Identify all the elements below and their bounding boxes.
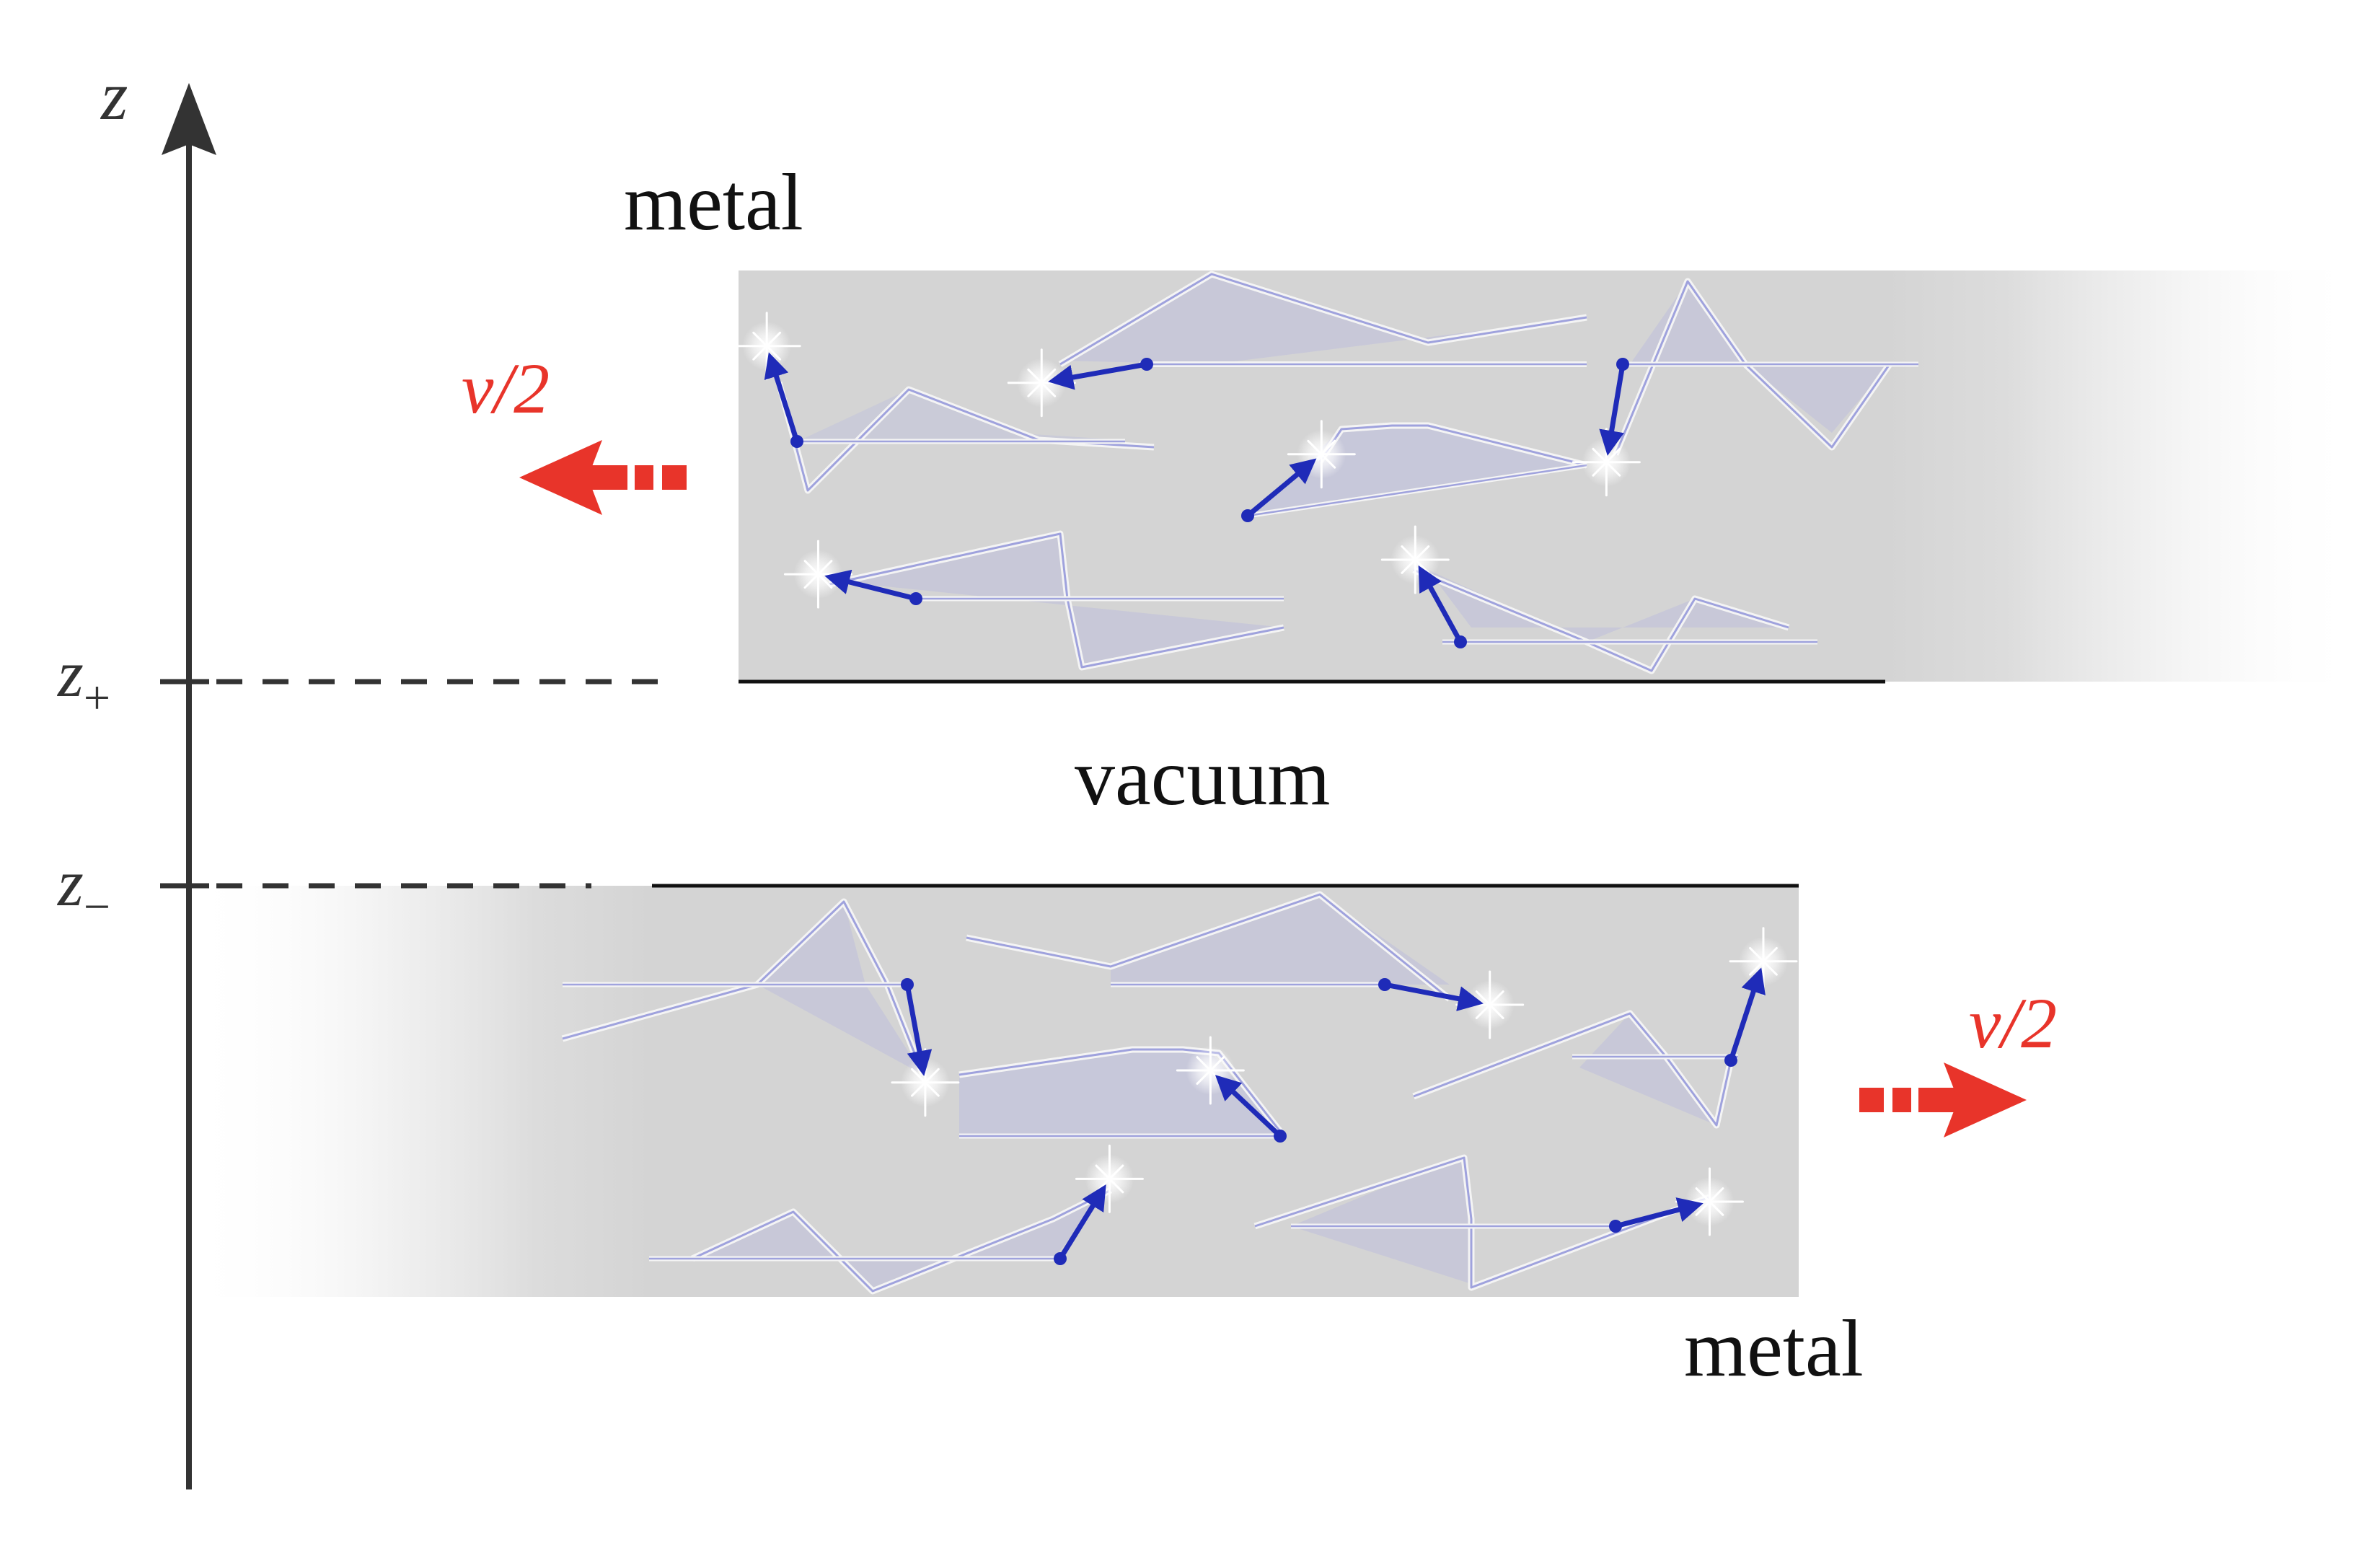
- top-metal-label: metal: [624, 158, 803, 247]
- bottom-velocity: v/2: [1859, 983, 2057, 1137]
- wave-trail: [561, 898, 927, 1076]
- dipoles: [764, 352, 1766, 1265]
- bottom-metal-label: metal: [1684, 1304, 1864, 1394]
- wave-trail: [1412, 566, 1817, 674]
- wave-trail: [775, 381, 1155, 494]
- tick-z-plus: z+: [56, 637, 678, 724]
- dipole-arrow-icon: [1048, 358, 1153, 390]
- dipole-arrow-icon: [1418, 565, 1467, 648]
- top-metal-slab: [739, 270, 2361, 684]
- z-axis: z: [100, 57, 216, 1489]
- dipole-arrow-icon: [1609, 1197, 1704, 1233]
- vacuum-label: vacuum: [1075, 733, 1331, 822]
- tick-label-z-plus: z+: [56, 637, 110, 724]
- axis-arrowhead-icon: [162, 83, 216, 155]
- tick-label-z-minus: z−: [56, 846, 110, 933]
- right-dashed-arrow-icon: [1859, 1062, 2027, 1137]
- top-velocity-label: v/2: [462, 348, 550, 428]
- dipole-arrow-icon: [901, 978, 933, 1076]
- tick-z-minus: z−: [56, 846, 591, 933]
- wave-trail: [1412, 1010, 1738, 1129]
- dipole-arrow-icon: [1599, 358, 1629, 456]
- left-dashed-arrow-icon: [519, 440, 687, 515]
- bottom-velocity-label: v/2: [1969, 983, 2057, 1063]
- wave-trail: [1612, 278, 1918, 456]
- wave-trail: [1253, 1154, 1711, 1291]
- dipole-arrow-icon: [1724, 967, 1766, 1067]
- dipole-arrow-icon: [1054, 1184, 1106, 1265]
- dipole-arrow-icon: [1215, 1075, 1287, 1143]
- wave-trail: [966, 891, 1452, 1002]
- dipole-arrow-icon: [1378, 978, 1484, 1011]
- wave-trail: [649, 1187, 1113, 1295]
- dipole-arrow-icon: [1241, 458, 1317, 522]
- top-velocity: v/2: [462, 348, 687, 515]
- axis-label: z: [100, 57, 128, 134]
- dipole-arrow-icon: [764, 352, 803, 448]
- dipole-arrow-icon: [824, 569, 922, 605]
- wave-trail: [829, 530, 1284, 671]
- wave-trail: [1058, 270, 1587, 367]
